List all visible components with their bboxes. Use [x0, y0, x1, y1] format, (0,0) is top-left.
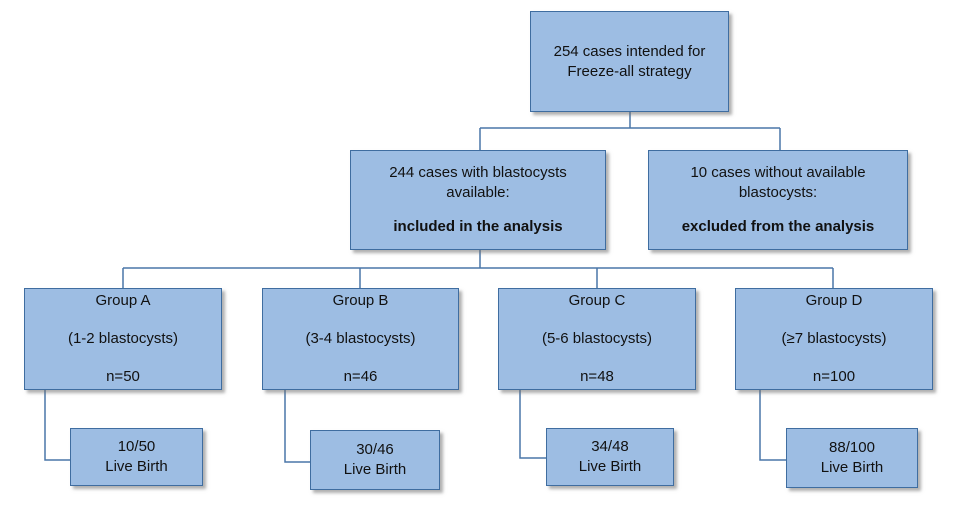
top-box: 254 cases intended for Freeze-all strate…	[530, 11, 729, 112]
connector-top-to-level2	[479, 112, 781, 150]
group-a-result-box: 10/50 Live Birth	[70, 428, 203, 486]
top-box-line1: 254 cases intended for	[553, 42, 706, 60]
group-c-range: (5-6 blastocysts)	[541, 330, 653, 347]
included-box-line2: available:	[446, 184, 510, 201]
group-b-result-box: 30/46 Live Birth	[310, 430, 440, 490]
group-c-outcome: Live Birth	[578, 458, 642, 475]
group-c-name: Group C	[568, 292, 626, 309]
group-a-outcome: Live Birth	[105, 458, 168, 475]
group-b-births: 30/46	[356, 441, 394, 458]
group-d-result-box: 88/100 Live Birth	[786, 428, 918, 488]
group-d-n: n=100	[812, 368, 856, 385]
group-b-box: Group B (3-4 blastocysts) n=46	[262, 288, 459, 390]
group-b-range: (3-4 blastocysts)	[305, 330, 416, 347]
group-b-name: Group B	[332, 292, 389, 309]
group-c-box: Group C (5-6 blastocysts) n=48	[498, 288, 696, 390]
group-d-range: (≥7 blastocysts)	[781, 330, 887, 347]
connector-included-to-groups	[122, 250, 834, 288]
group-d-outcome: Live Birth	[820, 459, 884, 476]
group-a-births: 10/50	[117, 438, 156, 455]
excluded-box-line2: blastocysts:	[738, 184, 818, 201]
excluded-box: 10 cases without available blastocysts: …	[648, 150, 908, 250]
included-box-line3: included in the analysis	[393, 218, 563, 235]
connector-group-b-to-result	[284, 390, 310, 463]
included-box-line1: 244 cases with blastocysts	[389, 164, 567, 181]
group-c-n: n=48	[580, 368, 614, 385]
group-c-births: 34/48	[591, 438, 629, 455]
group-d-name: Group D	[805, 292, 863, 309]
connector-group-a-to-result	[44, 390, 70, 461]
group-a-range: (1-2 blastocysts)	[67, 330, 179, 347]
excluded-box-line3: excluded from the analysis	[681, 218, 875, 235]
excluded-box-line1: 10 cases without available	[690, 164, 866, 181]
connector-group-c-to-result	[519, 390, 546, 459]
group-b-n: n=46	[343, 368, 378, 385]
top-box-line2: Freeze-all strategy	[567, 62, 692, 80]
group-c-result-box: 34/48 Live Birth	[546, 428, 674, 486]
group-b-outcome: Live Birth	[343, 461, 407, 478]
connector-group-d-to-result	[759, 390, 786, 461]
group-a-n: n=50	[106, 368, 140, 385]
group-d-box: Group D (≥7 blastocysts) n=100	[735, 288, 933, 390]
group-a-name: Group A	[95, 292, 151, 309]
included-box: 244 cases with blastocysts available: in…	[350, 150, 606, 250]
group-d-births: 88/100	[829, 439, 875, 456]
group-a-box: Group A (1-2 blastocysts) n=50	[24, 288, 222, 390]
